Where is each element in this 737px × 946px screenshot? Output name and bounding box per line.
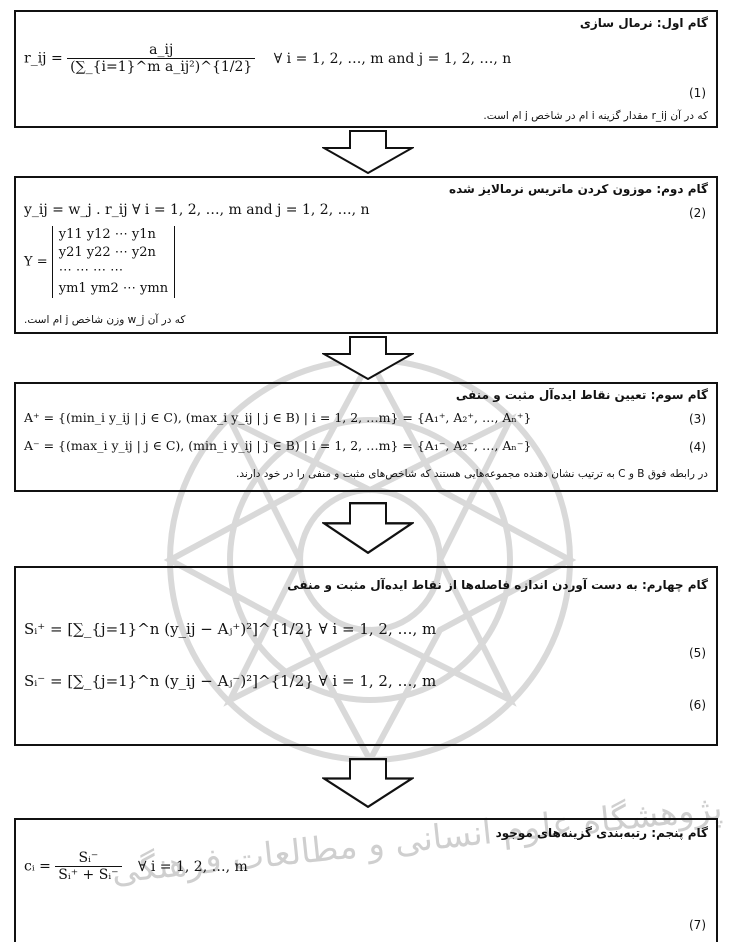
matrix-row: ym1 ym2 ⋯ ymn	[58, 281, 169, 296]
step-3-number-4: (4)	[689, 440, 706, 454]
step-5-lhs: cᵢ =	[24, 858, 51, 875]
down-arrow-icon	[322, 130, 414, 174]
step-4-number-5: (5)	[689, 646, 706, 660]
step-1-numerator: a_ij	[149, 42, 174, 58]
step-4-formula-s-plus: Sᵢ⁺ = [∑_{j=1}^n (y_ij − Aⱼ⁺)²]^{1/2} ∀ …	[24, 620, 437, 638]
step-1-title: گام اول: نرمال سازی	[579, 16, 708, 30]
step-3-box: گام سوم: تعیین نقاط ایده‌آل مثبت و منفی …	[14, 382, 718, 492]
matrix-row: ⋯ ⋯ ⋯ ⋯	[58, 263, 124, 278]
step-4-box: گام چهارم: به دست آوردن اندازه فاصله‌ها …	[14, 566, 718, 746]
step-5-condition: ∀ i = 1, 2, …, m	[137, 858, 248, 875]
step-5-denominator: Sᵢ⁺ + Sᵢ⁻	[55, 866, 122, 883]
step-1-box: گام اول: نرمال سازی r_ij = a_ij (∑_{i=1}…	[14, 10, 718, 128]
step-4-number-6: (6)	[689, 698, 706, 712]
step-3-formula-a-plus: A⁺ = {(min_i y_ij | j ∈ C), (max_i y_ij …	[24, 410, 532, 425]
step-2-matrix: Y = y11 y12 ⋯ y1n y21 y22 ⋯ y2n ⋯ ⋯ ⋯ ⋯ …	[24, 226, 176, 298]
down-arrow-icon	[322, 336, 414, 380]
step-1-note: که در آن r_ij مقدار گزینه i ام در شاخص j…	[483, 110, 708, 122]
matrix-body: y11 y12 ⋯ y1n y21 y22 ⋯ y2n ⋯ ⋯ ⋯ ⋯ ym1 …	[51, 226, 176, 298]
step-1-lhs: r_ij =	[24, 50, 63, 67]
step-5-title: گام پنجم: رتبه‌بندی گزینه‌های موجود	[495, 826, 708, 840]
step-1-fraction: a_ij (∑_{i=1}^m a_ij²)^{1/2}	[67, 42, 256, 75]
step-5-number: (7)	[689, 918, 706, 932]
step-4-title: گام چهارم: به دست آوردن اندازه فاصله‌ها …	[287, 578, 708, 592]
step-2-note: که در آن w_j وزن شاخص j ام است.	[24, 314, 186, 326]
matrix-row: y11 y12 ⋯ y1n	[58, 227, 156, 242]
step-5-box: گام پنجم: رتبه‌بندی گزینه‌های موجود cᵢ =…	[14, 818, 718, 942]
step-3-note: در رابطه فوق B و C به ترتیب نشان دهنده م…	[235, 468, 708, 480]
step-3-formula-a-minus: A⁻ = {(max_i y_ij | j ∈ C), (min_i y_ij …	[24, 438, 532, 453]
step-5-fraction: Sᵢ⁻ Sᵢ⁺ + Sᵢ⁻	[55, 850, 122, 883]
matrix-label: Y =	[24, 254, 48, 270]
step-5-numerator: Sᵢ⁻	[78, 850, 99, 866]
step-1-denominator: (∑_{i=1}^m a_ij²)^{1/2}	[67, 58, 256, 75]
step-3-number-3: (3)	[689, 412, 706, 426]
step-2-formula-line: y_ij = w_j . r_ij ∀ i = 1, 2, …, m and j…	[24, 202, 370, 218]
step-2-number: (2)	[689, 206, 706, 220]
down-arrow-icon	[322, 502, 414, 554]
down-arrow-icon	[322, 758, 414, 808]
step-3-title: گام سوم: تعیین نقاط ایده‌آل مثبت و منفی	[455, 388, 708, 402]
step-2-box: گام دوم: موزون کردن ماتریس نرمالایز شده …	[14, 176, 718, 334]
step-1-formula: r_ij = a_ij (∑_{i=1}^m a_ij²)^{1/2} ∀ i …	[24, 42, 511, 75]
matrix-row: y21 y22 ⋯ y2n	[58, 245, 156, 260]
step-1-condition: ∀ i = 1, 2, …, m and j = 1, 2, …, n	[273, 50, 512, 67]
step-1-number: (1)	[689, 86, 706, 100]
step-5-formula: cᵢ = Sᵢ⁻ Sᵢ⁺ + Sᵢ⁻ ∀ i = 1, 2, …, m	[24, 850, 248, 883]
step-2-title: گام دوم: موزون کردن ماتریس نرمالایز شده	[449, 182, 708, 196]
step-4-formula-s-minus: Sᵢ⁻ = [∑_{j=1}^n (y_ij − Aⱼ⁻)²]^{1/2} ∀ …	[24, 672, 437, 690]
